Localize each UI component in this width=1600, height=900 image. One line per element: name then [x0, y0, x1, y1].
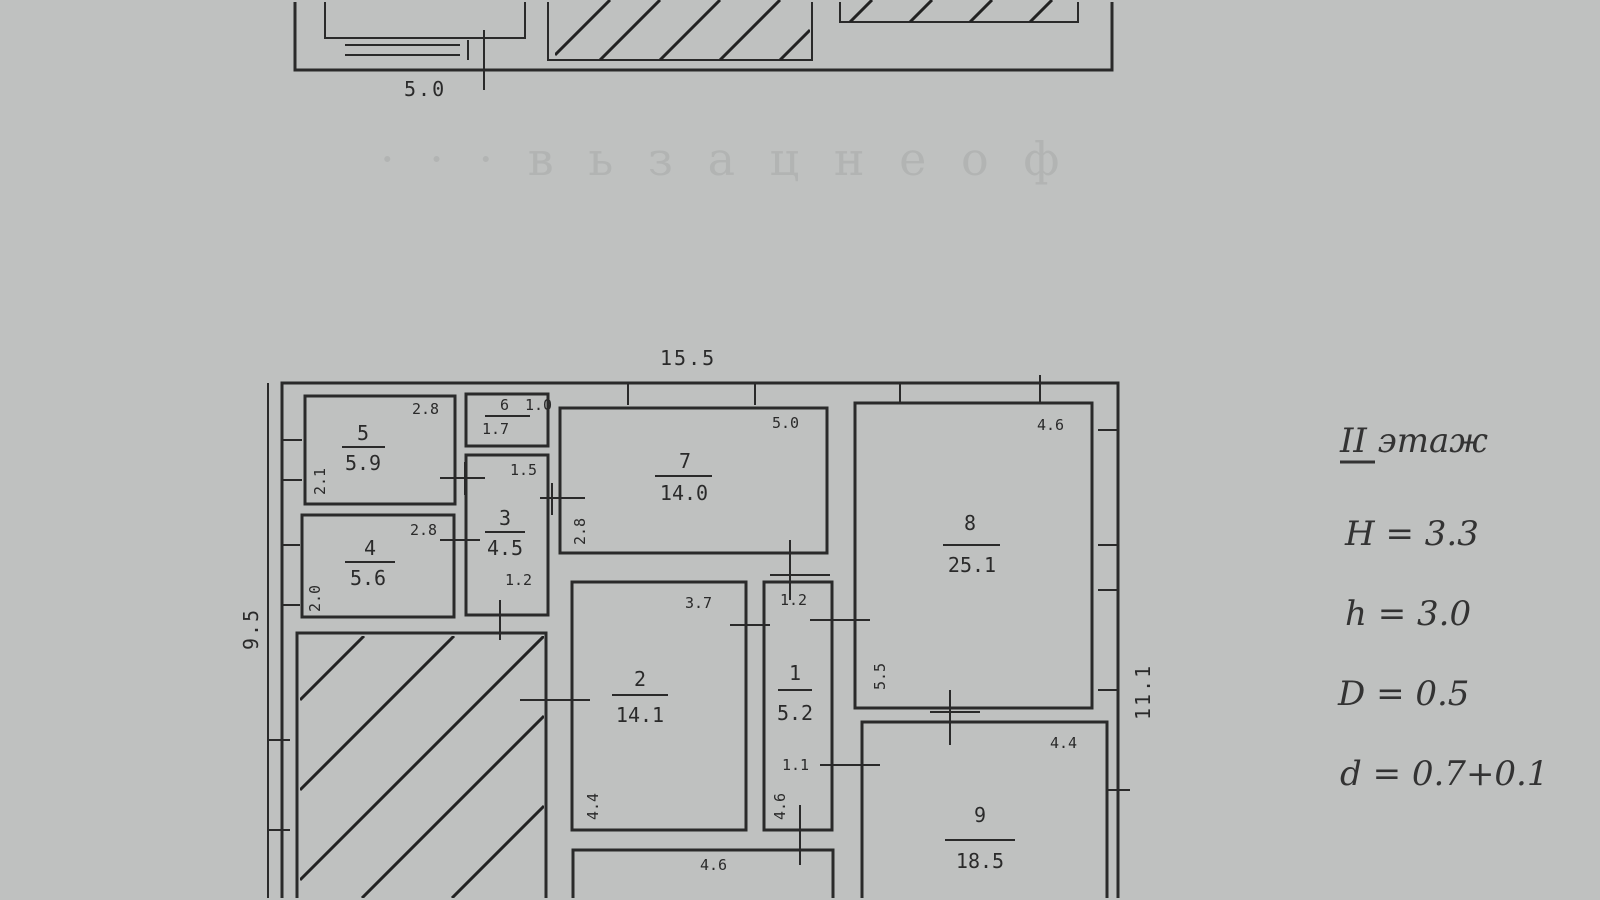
drawing-label: 4.6	[1037, 416, 1064, 434]
room-bottom	[571, 848, 835, 898]
room-2	[570, 580, 748, 832]
drawing-label: 1.7	[482, 420, 509, 438]
drawing-label: 3	[499, 506, 511, 530]
room-label-5: 5 5.9 2.8 2.1	[311, 400, 439, 495]
drawing-label: 1	[789, 661, 801, 685]
drawing-line	[848, 0, 1054, 22]
drawing-label: 1.2	[505, 571, 532, 589]
main-plan: 15.5 9.5 11.1 4.6 55.92.82.1 61.71.0 45.…	[239, 346, 1155, 898]
dimension-bottom: 4.6	[700, 856, 727, 874]
drawing-label: 7	[679, 449, 691, 473]
room-label-4: 4 5.6 2.8 2.0	[306, 521, 437, 612]
drawing-line	[555, 0, 810, 60]
drawing-label: 25.1	[948, 553, 996, 577]
drawing-label: 9	[974, 803, 986, 827]
stair-hatched-area	[295, 631, 548, 898]
room-6	[464, 392, 550, 448]
room-4	[300, 513, 456, 619]
drawing-label: 5.0	[772, 414, 799, 432]
room-8	[853, 401, 1094, 710]
drawing-line	[280, 381, 1120, 898]
drawing-line	[300, 636, 544, 898]
drawing-label: 14.1	[616, 703, 664, 727]
drawing-line	[300, 636, 544, 898]
room-label-2: 2 14.1 3.7 4.4	[584, 594, 712, 820]
drawing-label: 4.5	[487, 536, 523, 560]
room-label-6: 6 1.7 1.0	[482, 396, 552, 438]
note-H: H = 3.3	[1344, 514, 1479, 554]
drawing-label: 14.0	[660, 481, 708, 505]
dimension-left: 9.5	[239, 608, 263, 650]
drawing-label: 1.1	[782, 756, 809, 774]
drawing-line	[293, 2, 1114, 72]
handwritten-notes: II этаж H = 3.3 h = 3.0 D = 0.5 d = 0.7+…	[1337, 421, 1549, 794]
drawing-label: 2.8	[412, 400, 439, 418]
upper-dimension: 5.0	[404, 77, 446, 101]
drawing-line	[467, 30, 485, 90]
drawing-line	[324, 2, 1079, 61]
room-5	[303, 394, 457, 506]
drawing-label: 5.9	[345, 451, 381, 475]
drawing-line	[440, 462, 980, 865]
drawing-label: 1.2	[780, 591, 807, 609]
drawing-label: 2.8	[410, 521, 437, 539]
dimension-right: 11.1	[1131, 664, 1155, 720]
note-d: d = 0.7+0.1	[1340, 754, 1549, 794]
drawing-label: 2.8	[571, 518, 589, 545]
drawing-label: 2.0	[306, 585, 324, 612]
room-label-1: 1 5.2 1.2 4.6 1.1	[771, 591, 813, 820]
room-label-8: 8 25.1 4.6 5.5	[871, 416, 1064, 690]
drawing-label: 5	[357, 421, 369, 445]
drawing-line	[268, 375, 1130, 831]
drawing-label: 5.2	[777, 701, 813, 725]
drawing-label: 5.5	[871, 663, 889, 690]
room-label-9: 9 18.5 4.4	[945, 734, 1077, 873]
drawing-label: 1.0	[525, 396, 552, 414]
drawing-label: 2.1	[311, 468, 329, 495]
drawing-label: 18.5	[956, 849, 1004, 873]
room-1	[762, 580, 834, 832]
drawing-label: 1.5	[510, 461, 537, 479]
note-D: D = 0.5	[1337, 674, 1469, 714]
room-label-7: 7 14.0 5.0 2.8	[571, 414, 799, 545]
drawing-label: 3.7	[685, 594, 712, 612]
drawing-label: 8	[964, 511, 976, 535]
room-9	[860, 720, 1109, 898]
drawing-line	[555, 0, 810, 60]
drawing-label: 4.4	[1050, 734, 1077, 752]
room-7	[558, 406, 829, 555]
room-label-3: 3 4.5 1.5 1.2	[485, 461, 537, 589]
drawing-label: 6	[500, 396, 509, 414]
floor-note: II этаж	[1339, 421, 1488, 461]
bleed-through-text: · · · в ь з а ц н е о ф	[380, 132, 1069, 186]
dimension-top: 15.5	[660, 346, 716, 370]
room-3	[464, 453, 550, 617]
upper-plan: 5.0	[293, 0, 1114, 101]
drawing-line	[848, 0, 1054, 22]
drawing-label: 5.6	[350, 566, 386, 590]
drawing-label: 2	[634, 667, 646, 691]
drawing-label: 4.4	[584, 793, 602, 820]
drawing-label: 4.6	[771, 793, 789, 820]
note-h: h = 3.0	[1345, 594, 1471, 634]
drawing-label: 4	[364, 536, 376, 560]
